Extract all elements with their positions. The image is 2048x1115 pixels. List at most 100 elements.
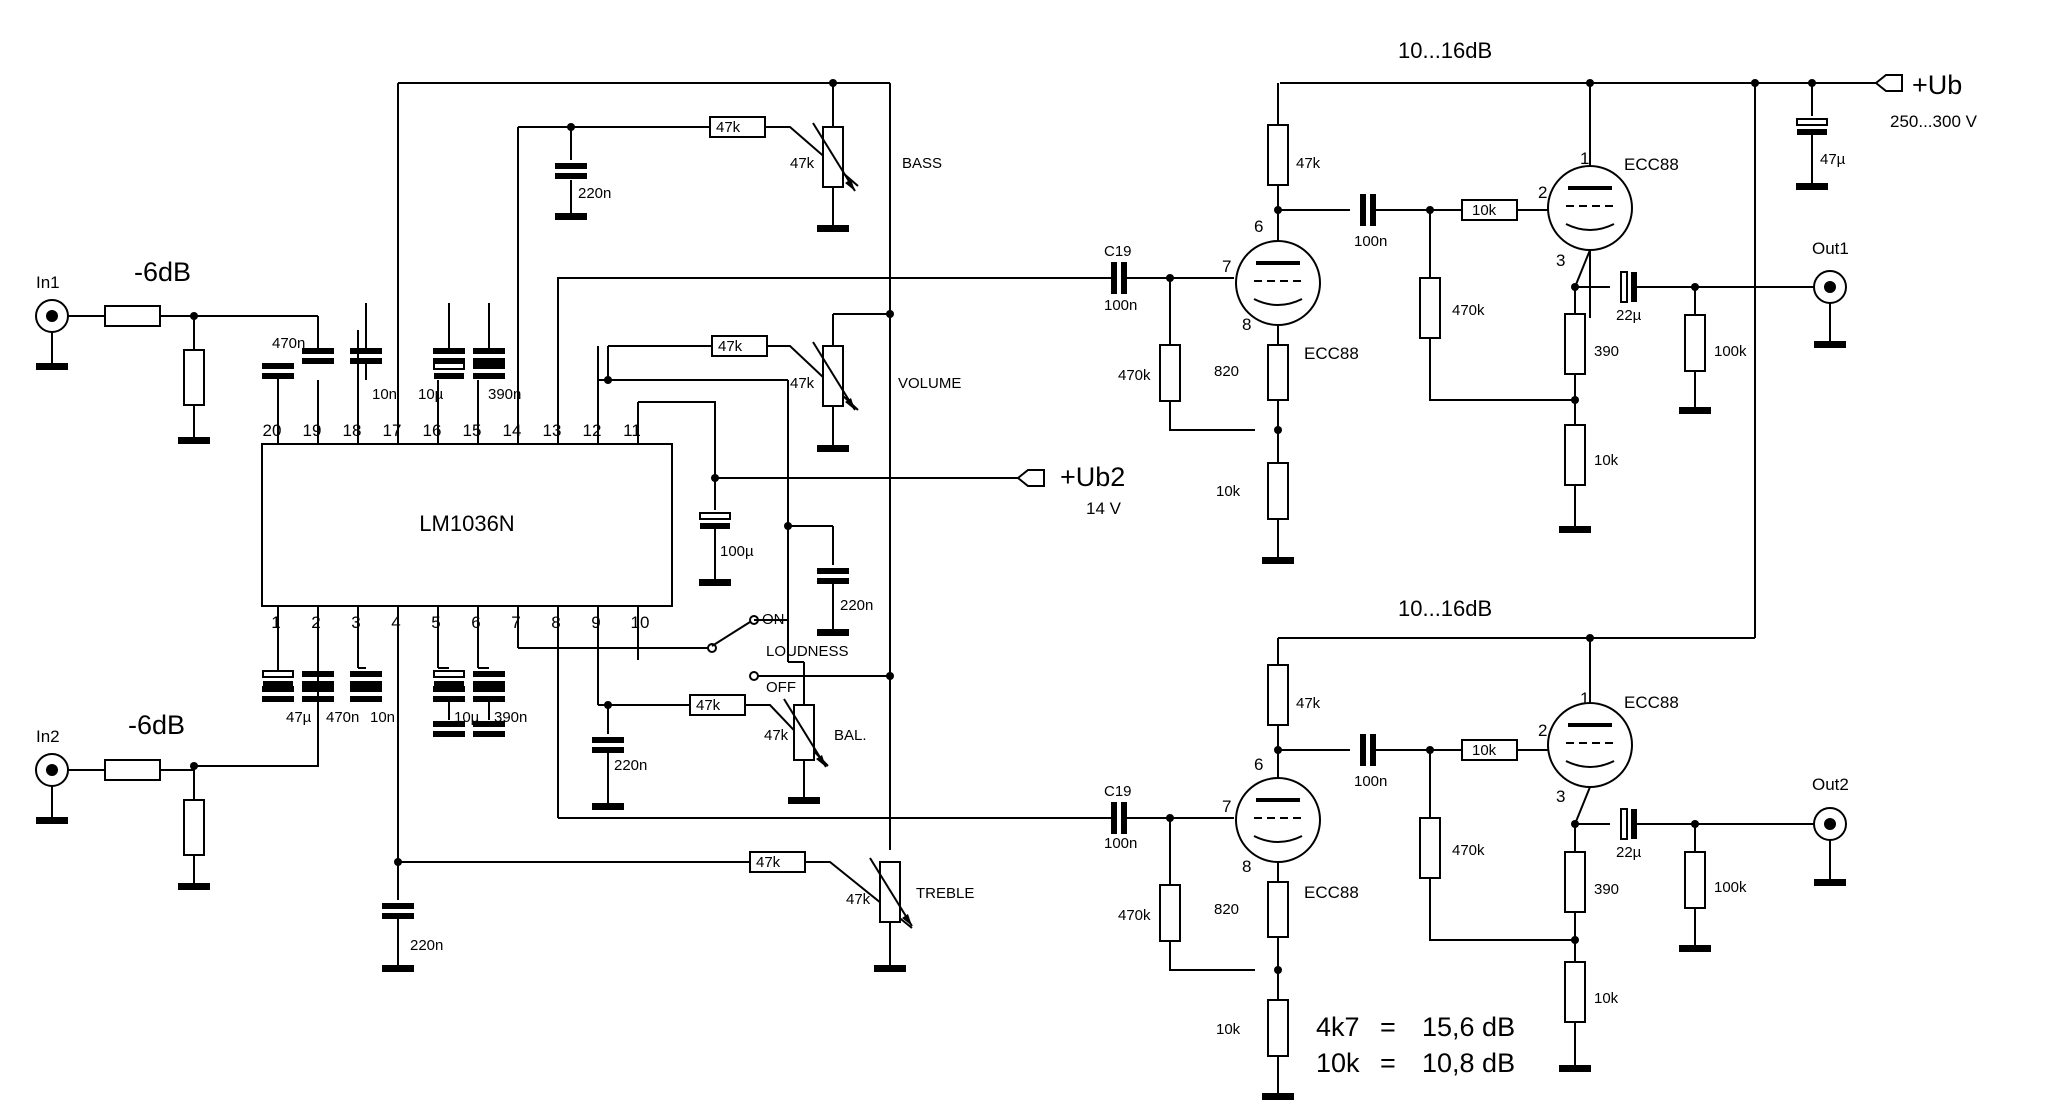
resistor-value: 100k <box>1714 343 1747 360</box>
resistor-value: 100k <box>1714 879 1747 896</box>
loudness-off-label: OFF <box>766 679 796 696</box>
cap-value: 10n <box>372 386 397 403</box>
pin-label: 7 <box>511 613 520 632</box>
pin-label: 11 <box>623 421 641 440</box>
cap-name: C19 <box>1104 243 1132 260</box>
resistor-value: 47k <box>718 338 743 355</box>
pot-value: 47k <box>790 155 815 172</box>
pin-label: 17 <box>383 421 402 440</box>
cap-value: 220n <box>614 757 647 774</box>
triode-tube-icon <box>1234 776 1322 864</box>
pin-label: 6 <box>471 613 480 632</box>
tube-type: ECC88 <box>1624 155 1679 174</box>
input-2: In2 -6dB <box>35 690 319 891</box>
resistor-value: 10k <box>1472 202 1497 219</box>
note-resistor: 10k <box>1316 1048 1360 1078</box>
tube-stage-1: 10...16dB C19 100n 470k 6 7 8 47k 100n 1… <box>1100 38 1849 565</box>
resistor-value: 390 <box>1594 343 1619 360</box>
note-gain: 15,6 dB <box>1422 1012 1515 1042</box>
input-label: In2 <box>36 727 60 746</box>
loudness-switch: ON LOUDNESS OFF <box>518 611 894 696</box>
resistor-value: 470k <box>1118 367 1151 384</box>
input-jack-icon <box>35 753 69 787</box>
stage-gain: 10...16dB <box>1398 596 1492 621</box>
pin-label: 3 <box>351 613 360 632</box>
input-label: In1 <box>36 273 60 292</box>
tube-pin: 6 <box>1254 217 1263 236</box>
note-eq: = <box>1380 1048 1396 1078</box>
cap-value: 100n <box>1104 297 1137 314</box>
tube-pin: 6 <box>1254 755 1263 774</box>
treble-label: TREBLE <box>916 885 974 902</box>
tube-pin: 8 <box>1242 857 1251 876</box>
cap-value: 470n <box>272 335 305 352</box>
input-1: In1 -6dB <box>35 257 318 445</box>
loudness-label: LOUDNESS <box>766 643 849 660</box>
pin-label: 20 <box>263 421 282 440</box>
output-jack-icon <box>1813 270 1847 304</box>
volume-control: 47k 47k VOLUME <box>597 310 961 453</box>
resistor-value: 10k <box>1216 483 1241 500</box>
pin-label: 4 <box>391 613 400 632</box>
main-supply: 47µ +Ub 250...300 V <box>1280 70 1978 642</box>
pin-label: 13 <box>543 421 562 440</box>
ic-top-pin-labels: 20 19 18 17 16 15 14 13 12 11 <box>263 421 641 440</box>
cap-value: 470n <box>326 709 359 726</box>
resistor-value: 47k <box>696 697 721 714</box>
resistor-value: 47k <box>1296 695 1321 712</box>
cap-value: 100n <box>1104 835 1137 852</box>
resistor-value: 470k <box>1118 907 1151 924</box>
cap-value: 390n <box>494 709 527 726</box>
pin-label: 9 <box>591 613 600 632</box>
pin-label: 16 <box>423 421 442 440</box>
resistor-value: 470k <box>1452 842 1485 859</box>
stage-gain: 10...16dB <box>1398 38 1492 63</box>
cap-value: 220n <box>578 185 611 202</box>
ic-name: LM1036N <box>419 511 514 536</box>
balance-label: BAL. <box>834 727 867 744</box>
bottom-decoupling-caps: 47µ 470n 10n 10µ 390n <box>262 667 527 737</box>
resistor-value: 390 <box>1594 881 1619 898</box>
resistor-value: 820 <box>1214 901 1239 918</box>
resistor-value: 47k <box>716 119 741 136</box>
resistor-value: 10k <box>1594 990 1619 1007</box>
pin12-network: 220n <box>598 376 873 640</box>
bass-label: BASS <box>902 155 942 172</box>
cap-value: 100n <box>1354 773 1387 790</box>
tube-stage-2: 10...16dB C19 100n 470k 6 7 8 47k 100n 1… <box>1100 596 1849 1101</box>
resistor-value: 820 <box>1214 363 1239 380</box>
ic-bottom-pin-labels: 1 2 3 4 5 6 7 8 9 10 <box>271 613 649 632</box>
tube-type: ECC88 <box>1304 344 1359 363</box>
main-supply-name: +Ub <box>1912 70 1962 100</box>
output-jack-icon <box>1813 807 1847 841</box>
cap-value: 100µ <box>720 543 754 560</box>
pin11-supply: 100µ +Ub2 14 V <box>638 401 1125 587</box>
volume-label: VOLUME <box>898 375 961 392</box>
note-resistor: 4k7 <box>1316 1012 1360 1042</box>
top-decoupling-caps: 470n 10n 10µ 390n <box>262 303 521 403</box>
triode-tube-icon <box>1546 701 1634 789</box>
cap-value: 100n <box>1354 233 1387 250</box>
pin-label: 19 <box>303 421 322 440</box>
resistor-value: 47k <box>756 854 781 871</box>
cap-name: C19 <box>1104 783 1132 800</box>
signal-to-stage-1 <box>557 277 1100 280</box>
input-attenuation: -6dB <box>128 710 185 740</box>
cap-value: 47µ <box>1820 151 1846 168</box>
bass-control: 220n 47k 47k BASS <box>398 79 942 233</box>
tube-type: ECC88 <box>1624 693 1679 712</box>
loudness-on-label: ON <box>762 611 785 628</box>
cap-value: 220n <box>840 597 873 614</box>
resistor-value: 10k <box>1472 742 1497 759</box>
cap-value: 220n <box>410 937 443 954</box>
pot-value: 47k <box>764 727 789 744</box>
cap-value: 22µ <box>1616 307 1642 324</box>
resistor-value: 47k <box>1296 155 1321 172</box>
tube-pin: 3 <box>1556 787 1565 806</box>
tube-pin: 2 <box>1538 721 1547 740</box>
tube-pin: 8 <box>1242 315 1251 334</box>
cap-value: 390n <box>488 386 521 403</box>
pin-label: 1 <box>271 613 280 632</box>
resistor-value: 470k <box>1452 302 1485 319</box>
pot-value: 47k <box>790 375 815 392</box>
